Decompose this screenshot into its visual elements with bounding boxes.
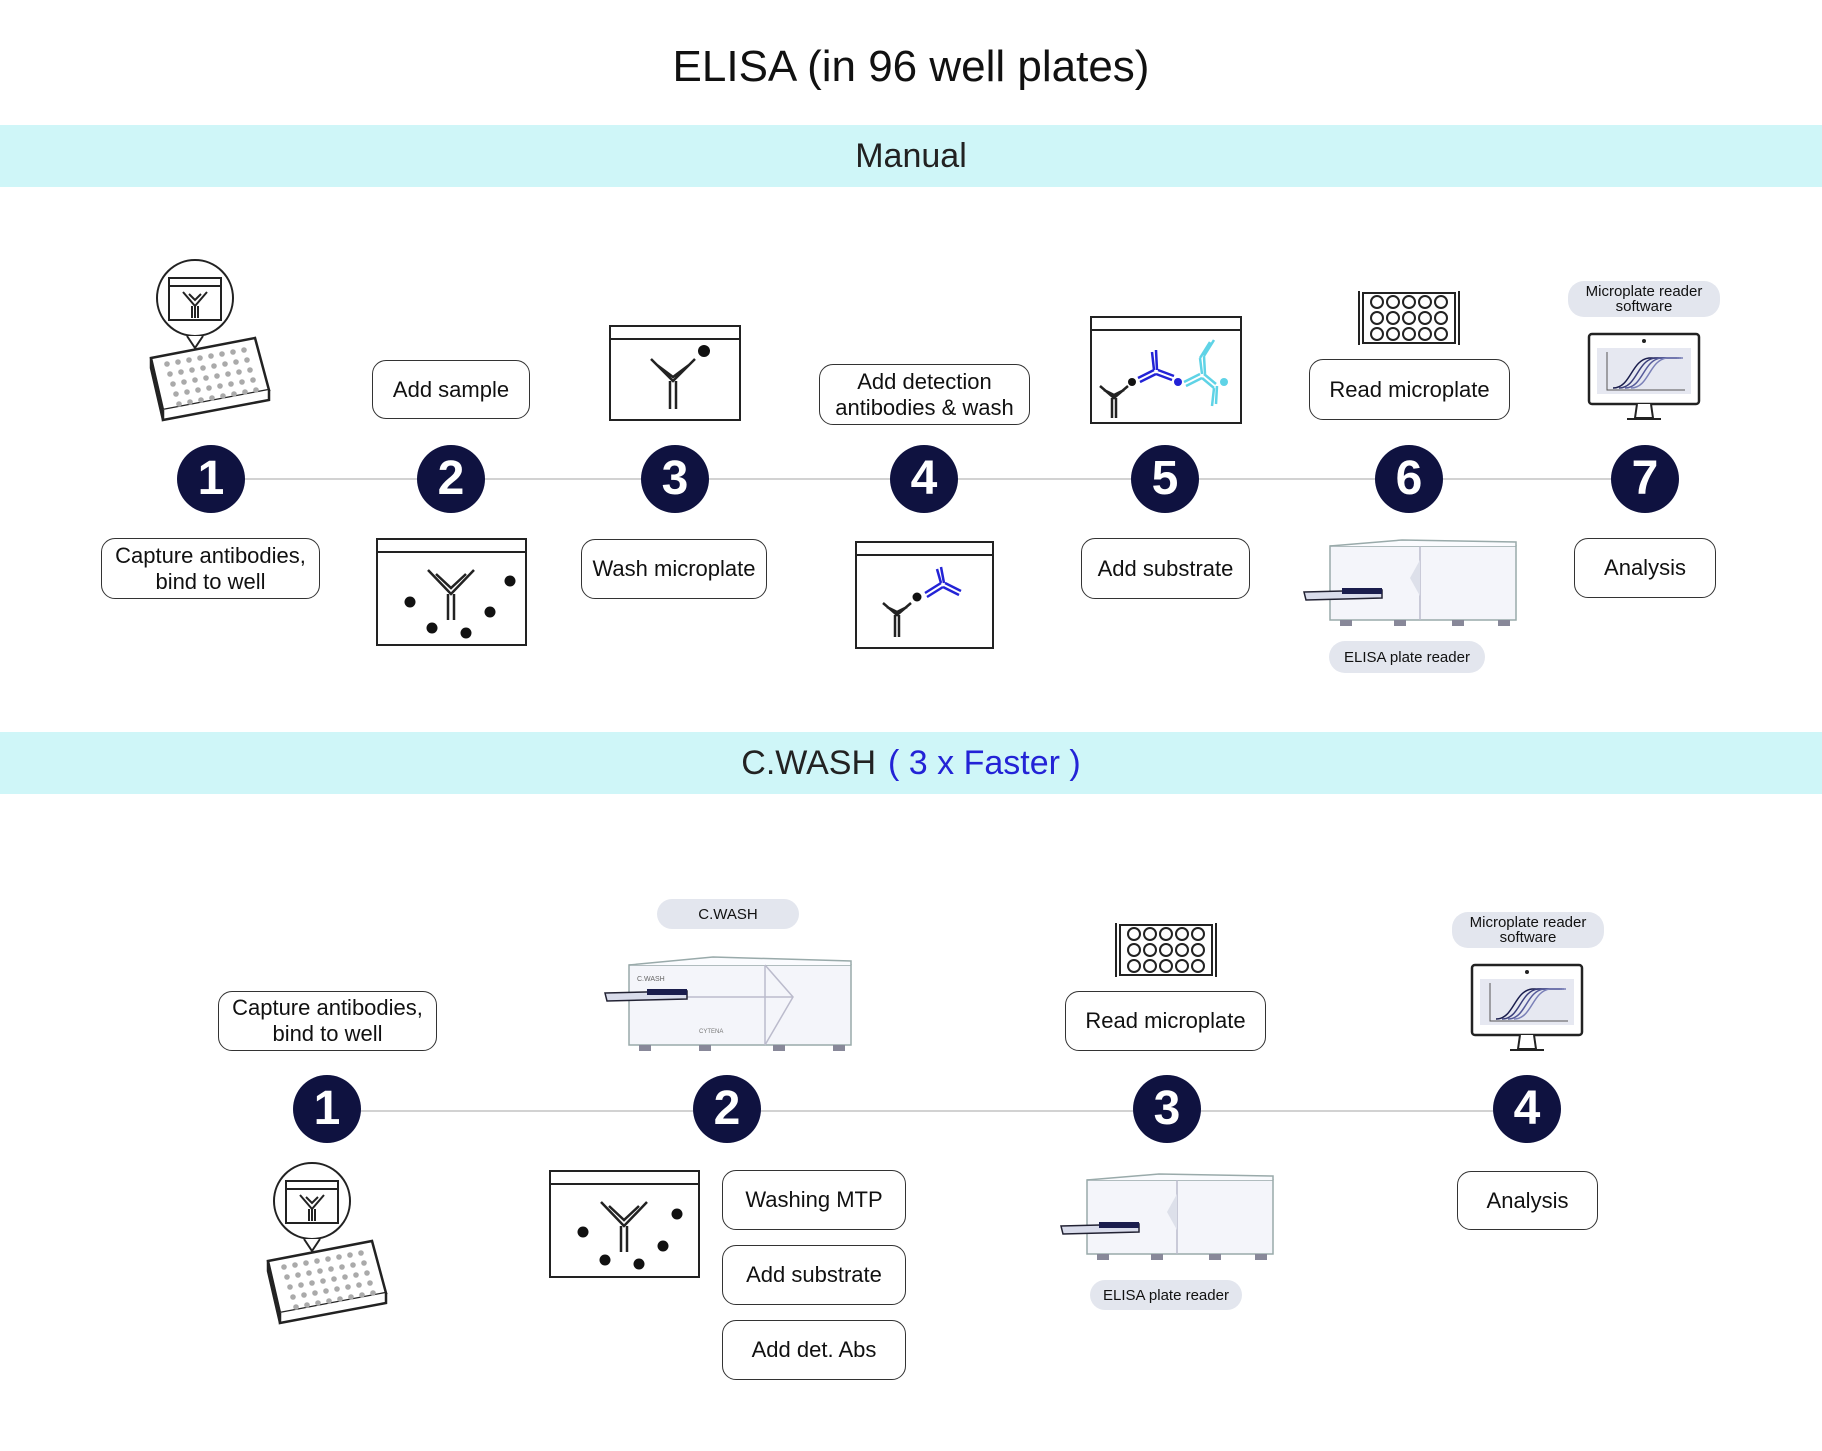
cwash-step-3-label: Read microplate: [1065, 991, 1266, 1051]
cwash-heading: C.WASH: [741, 744, 877, 782]
manual-step-2-label: Add sample: [372, 360, 530, 419]
manual-heading: Manual: [855, 137, 967, 175]
plate-15-well-icon: [1115, 923, 1217, 977]
cwash-step-2-number: 2: [693, 1075, 761, 1143]
cwash-step-2-label-washing: Washing MTP: [722, 1170, 906, 1230]
page-title: ELISA (in 96 well plates): [672, 42, 1150, 91]
cwash-heading-accent: ( 3 x Faster ): [888, 744, 1081, 782]
well-bound-antigen-icon: [609, 325, 741, 421]
cwash-step-3-number: 3: [1133, 1075, 1201, 1143]
manual-step-4-label: Add detection antibodies & wash: [819, 364, 1030, 425]
manual-step-7-label: Analysis: [1574, 538, 1716, 598]
manual-step-2-number: 2: [417, 445, 485, 513]
well-substrate-icon: [1090, 316, 1242, 424]
washer-brand-text: C.WASH: [637, 976, 665, 983]
microplate-callout-icon: [149, 259, 271, 422]
manual-software-tag: Microplate reader software: [1568, 281, 1720, 317]
manual-step-1-label: Capture antibodies, bind to well: [101, 538, 320, 599]
cwash-step-1-label: Capture antibodies, bind to well: [218, 991, 437, 1051]
manual-band: Manual: [0, 125, 1822, 187]
cwash-software-tag: Microplate reader software: [1452, 912, 1604, 948]
well-sample-icon: [376, 538, 527, 646]
cwash-washer-tag: C.WASH: [657, 899, 799, 929]
cwash-step-1-number: 1: [293, 1075, 361, 1143]
cwash-plate-reader-tag: ELISA plate reader: [1090, 1280, 1242, 1310]
manual-step-5-number: 5: [1131, 445, 1199, 513]
cwash-timeline: [327, 1110, 1527, 1112]
well-detection-antibody-icon: [855, 541, 994, 649]
plate-reader-icon: [1303, 539, 1517, 626]
manual-step-7-number: 7: [1611, 445, 1679, 513]
manual-plate-reader-tag: ELISA plate reader: [1329, 641, 1485, 673]
cwash-band: C.WASH ( 3 x Faster ): [0, 732, 1822, 794]
cwash-step-2-label-det-abs: Add det. Abs: [722, 1320, 906, 1380]
analysis-monitor-icon: [1470, 963, 1584, 1051]
plate-reader-icon: [1060, 1173, 1274, 1260]
manual-step-1-number: 1: [177, 445, 245, 513]
washer-logo-text: CYTENA: [699, 1029, 723, 1035]
analysis-monitor-icon: [1587, 332, 1701, 420]
well-sample-icon: [549, 1170, 700, 1278]
manual-step-3-label: Wash microplate: [581, 539, 767, 599]
plate-15-well-icon: [1358, 291, 1460, 345]
manual-step-6-number: 6: [1375, 445, 1443, 513]
manual-step-3-number: 3: [641, 445, 709, 513]
cwash-washer-icon: C.WASH CYTENA: [604, 956, 852, 1051]
microplate-callout-icon: [266, 1162, 388, 1325]
manual-step-6-label: Read microplate: [1309, 359, 1510, 420]
manual-step-4-number: 4: [890, 445, 958, 513]
manual-step-5-label: Add substrate: [1081, 538, 1250, 599]
cwash-step-4-label: Analysis: [1457, 1171, 1598, 1230]
cwash-step-2-label-substrate: Add substrate: [722, 1245, 906, 1305]
cwash-step-4-number: 4: [1493, 1075, 1561, 1143]
